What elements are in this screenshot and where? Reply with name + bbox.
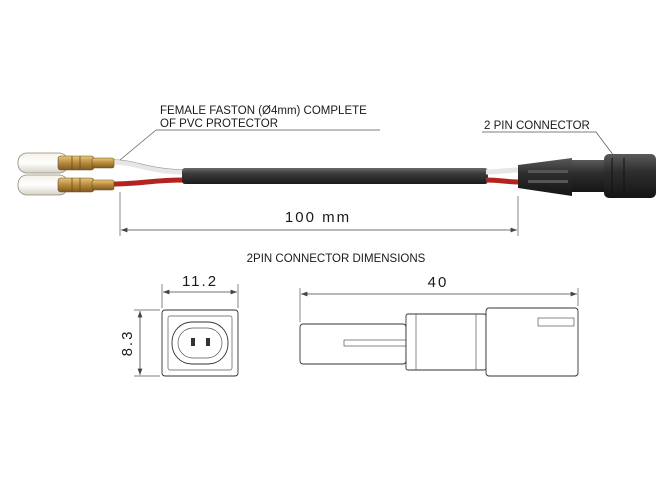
connector-side-view: 40	[299, 274, 579, 377]
faston-label-line2: OF PVC PROTECTOR	[160, 118, 278, 130]
red-wire-right	[485, 177, 521, 185]
section-title: 2PIN CONNECTOR DIMENSIONS	[247, 253, 426, 265]
cable-assembly	[17, 152, 656, 198]
two-pin-connector	[518, 154, 656, 198]
faston-terminal-bottom	[17, 174, 115, 196]
faston-terminal-top	[17, 152, 115, 174]
width-dimension: 11.2	[182, 273, 218, 290]
main-cable	[182, 168, 488, 184]
connector-callout: 2 PIN CONNECTOR	[482, 120, 615, 157]
cable-length-label: 100 mm	[285, 209, 351, 226]
pin-right	[206, 338, 210, 346]
faston-callout: FEMALE FASTON (Ø4mm) COMPLETE OF PVC PRO…	[119, 105, 380, 161]
connector-label: 2 PIN CONNECTOR	[484, 120, 590, 132]
white-wire-right	[485, 167, 521, 175]
faston-label-line1: FEMALE FASTON (Ø4mm) COMPLETE	[160, 105, 367, 117]
height-dimension: 8.3	[119, 330, 136, 357]
white-wire-left	[111, 159, 185, 175]
cable-length-dimension: 100 mm	[119, 192, 519, 236]
connector-front-view: 11.2 8.3	[119, 273, 239, 377]
red-wire-left	[111, 177, 185, 187]
pin-left	[191, 338, 195, 346]
length-dimension: 40	[428, 274, 449, 291]
